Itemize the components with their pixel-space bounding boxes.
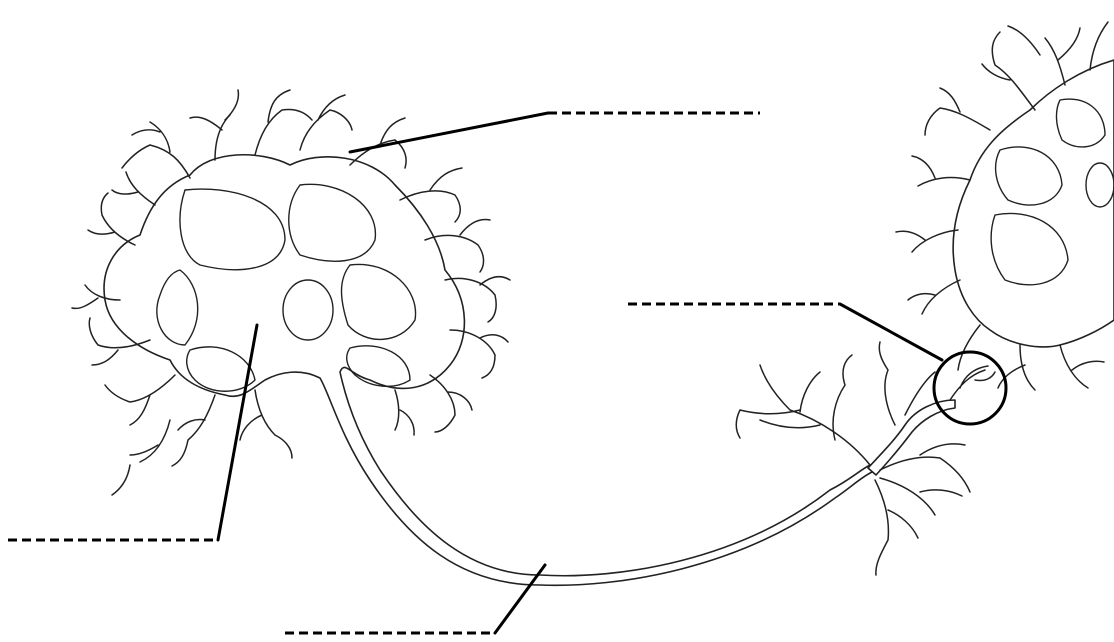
synapse-highlight-circle (934, 352, 1006, 424)
label-dendrite (350, 113, 760, 152)
label-synapse (628, 304, 942, 360)
right-soma (953, 60, 1114, 347)
right-neuron (896, 22, 1114, 390)
left-neuron (72, 90, 872, 585)
